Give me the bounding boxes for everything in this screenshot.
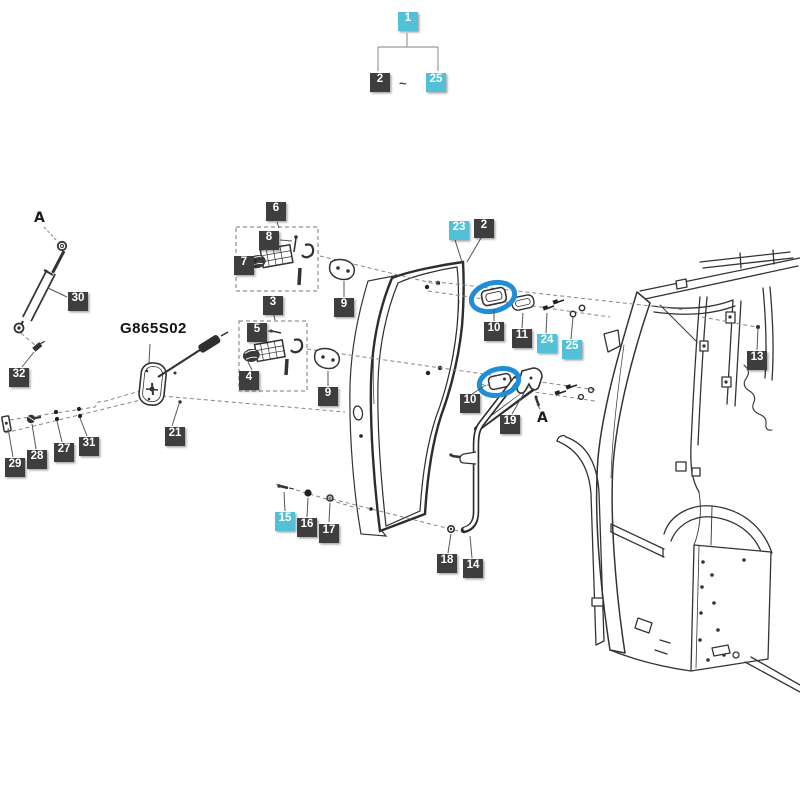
part-label-16[interactable]: 16 — [297, 518, 317, 537]
part-label-2-legend[interactable]: 2 — [370, 73, 390, 92]
door-screw-set — [277, 484, 334, 502]
mirror-assembly — [138, 331, 229, 406]
part-label-5[interactable]: 5 — [247, 323, 267, 342]
part-label-4[interactable]: 4 — [239, 371, 259, 390]
gas-strut — [13, 240, 68, 352]
part-label-18[interactable]: 18 — [437, 554, 457, 573]
handle-nuts-25 — [569, 304, 586, 318]
highlight-circle-upper — [468, 279, 518, 315]
handle-screws-24 — [542, 299, 565, 311]
strut-screw-32 — [32, 340, 46, 352]
part-label-30[interactable]: 30 — [68, 292, 88, 311]
leader-lines — [7, 33, 760, 559]
door-handle-upper — [480, 286, 508, 307]
part-label-27[interactable]: 27 — [54, 443, 74, 462]
part-label-10-upper[interactable]: 10 — [484, 322, 504, 341]
part-label-23[interactable]: 23 — [449, 221, 469, 240]
part-label-9-lower[interactable]: 9 — [318, 387, 338, 406]
door-handle-lower — [487, 372, 513, 391]
cab-frame — [556, 249, 800, 693]
part-label-14[interactable]: 14 — [463, 559, 483, 578]
part-label-6[interactable]: 6 — [266, 202, 286, 221]
part-label-25-legend[interactable]: 25 — [426, 73, 446, 92]
part-label-7[interactable]: 7 — [234, 256, 254, 275]
part-label-24[interactable]: 24 — [537, 334, 557, 353]
part-label-11[interactable]: 11 — [512, 329, 532, 348]
part-label-25[interactable]: 25 — [562, 340, 582, 359]
latch-19 — [516, 367, 543, 407]
part-label-10-lower[interactable]: 10 — [460, 394, 480, 413]
part-label-29[interactable]: 29 — [5, 458, 25, 477]
hinge-bracket-upper — [328, 258, 356, 281]
part-label-8[interactable]: 8 — [259, 231, 279, 250]
part-label-2[interactable]: 2 — [474, 219, 494, 238]
fastener-row — [1, 406, 83, 433]
part-label-1[interactable]: 1 — [398, 12, 418, 31]
grommet-18 — [446, 524, 455, 533]
door-seal — [369, 260, 465, 533]
hinge-kit-lower-box — [238, 320, 308, 392]
part-label-17[interactable]: 17 — [319, 524, 339, 543]
part-label-15[interactable]: 15 — [275, 512, 295, 531]
part-label-19[interactable]: 19 — [500, 415, 520, 434]
range-tilde: ~ — [399, 76, 407, 91]
latch-screws — [554, 384, 595, 401]
ref-letter-a-strut: A — [34, 210, 45, 226]
figure-code: G865S02 — [120, 320, 187, 337]
part-label-21[interactable]: 21 — [165, 427, 185, 446]
ref-letter-a-latch: A — [537, 410, 548, 426]
pull-handle-14 — [449, 375, 520, 534]
part-label-32[interactable]: 32 — [9, 368, 29, 387]
gasket-11 — [511, 294, 535, 311]
hinge-bracket-lower — [313, 347, 341, 370]
highlight-circle-lower — [476, 365, 522, 399]
part-label-31[interactable]: 31 — [79, 437, 99, 456]
part-label-13[interactable]: 13 — [747, 351, 767, 370]
part-label-9-upper[interactable]: 9 — [334, 298, 354, 317]
part-label-28[interactable]: 28 — [27, 450, 47, 469]
part-label-3[interactable]: 3 — [263, 296, 283, 315]
